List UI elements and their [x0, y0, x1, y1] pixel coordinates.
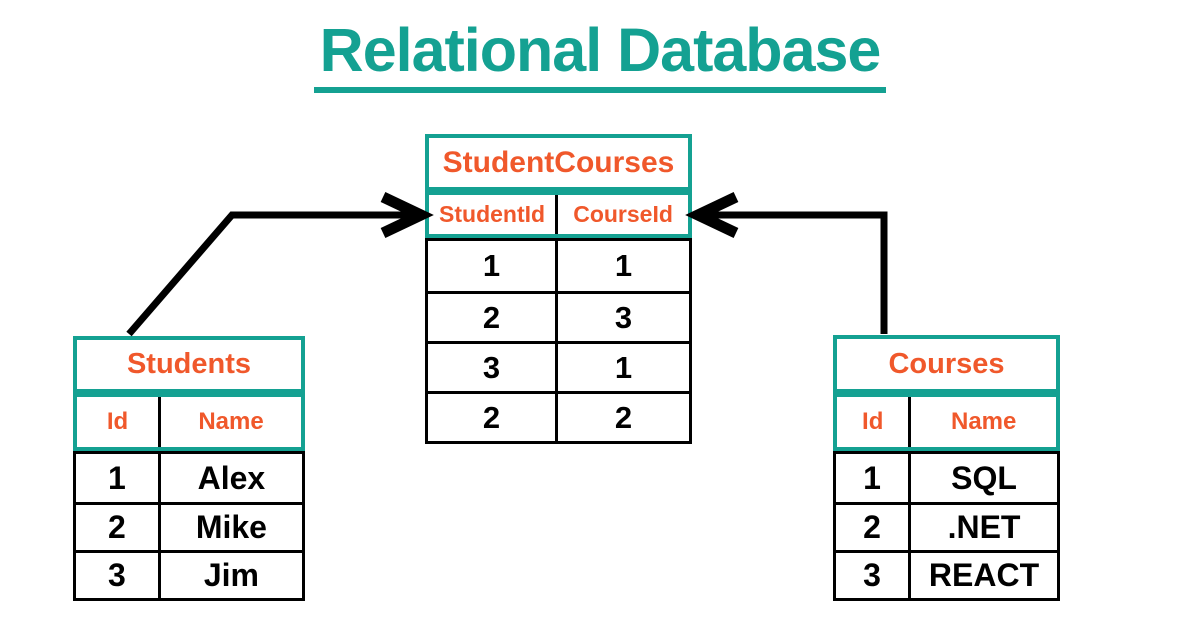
- table-row: 2 2: [428, 391, 689, 441]
- arrow-students-to-studentcourses: [126, 192, 434, 337]
- table-header-row: Id Name: [73, 393, 305, 451]
- table-row: 3 Jim: [76, 550, 302, 598]
- column-header-courseid: CourseId: [555, 195, 688, 234]
- table-row: 1 SQL: [836, 454, 1057, 502]
- arrow-courses-to-studentcourses: [685, 192, 888, 334]
- data-cell: 2: [482, 299, 501, 335]
- table-row: 2 .NET: [836, 502, 1057, 550]
- table-title: Courses: [833, 335, 1060, 393]
- data-cell: REACT: [908, 553, 1057, 598]
- title-container: Relational Database: [0, 18, 1200, 94]
- table-row: 1 1: [428, 241, 689, 291]
- arrow-head-left-icon: [685, 192, 739, 238]
- data-cell: Mike: [157, 505, 302, 550]
- table-row: 3 REACT: [836, 550, 1057, 598]
- data-cell: 1: [555, 241, 689, 291]
- data-cell: 3: [555, 294, 689, 341]
- data-cell: .NET: [908, 505, 1057, 550]
- data-cell: 1: [863, 459, 881, 496]
- table-row: 2 3: [428, 291, 689, 341]
- table-row: 1 Alex: [76, 454, 302, 502]
- column-header-name: Name: [908, 397, 1056, 447]
- table-body: 1 Alex 2 Mike 3 Jim: [73, 451, 305, 601]
- column-header-id: Id: [106, 408, 129, 435]
- data-cell: 1: [555, 344, 689, 391]
- data-cell: 2: [555, 394, 689, 441]
- data-cell: 1: [482, 248, 501, 283]
- table-header-row: Id Name: [833, 393, 1060, 451]
- table-courses: Courses Id Name 1 SQL 2 .NET 3 REACT: [833, 335, 1060, 601]
- data-cell: 1: [108, 459, 126, 496]
- table-header-row: StudentId CourseId: [425, 191, 692, 238]
- data-cell: 2: [108, 509, 126, 545]
- arrow-head-right-icon: [380, 192, 434, 238]
- data-cell: 2: [863, 509, 881, 545]
- table-row: 2 Mike: [76, 502, 302, 550]
- data-cell: SQL: [908, 454, 1057, 502]
- data-cell: Alex: [157, 454, 302, 502]
- data-cell: 3: [108, 557, 126, 593]
- table-students: Students Id Name 1 Alex 2 Mike 3 Jim: [73, 336, 305, 601]
- data-cell: 3: [863, 557, 881, 593]
- table-title: StudentCourses: [425, 134, 692, 191]
- column-header-id: Id: [862, 408, 884, 435]
- table-title: Students: [73, 336, 305, 393]
- data-cell: Jim: [157, 553, 302, 598]
- arrow-line: [126, 211, 414, 337]
- table-body: 1 SQL 2 .NET 3 REACT: [833, 451, 1060, 601]
- arrow-line: [704, 211, 888, 334]
- page-title: Relational Database: [313, 18, 887, 94]
- table-row: 3 1: [428, 341, 689, 391]
- column-header-studentid: StudentId: [439, 201, 546, 227]
- table-studentcourses: StudentCourses StudentId CourseId 1 1 2 …: [425, 134, 692, 444]
- column-header-name: Name: [158, 397, 301, 447]
- data-cell: 2: [482, 399, 501, 435]
- data-cell: 3: [482, 349, 501, 385]
- table-body: 1 1 2 3 3 1 2 2: [425, 238, 692, 444]
